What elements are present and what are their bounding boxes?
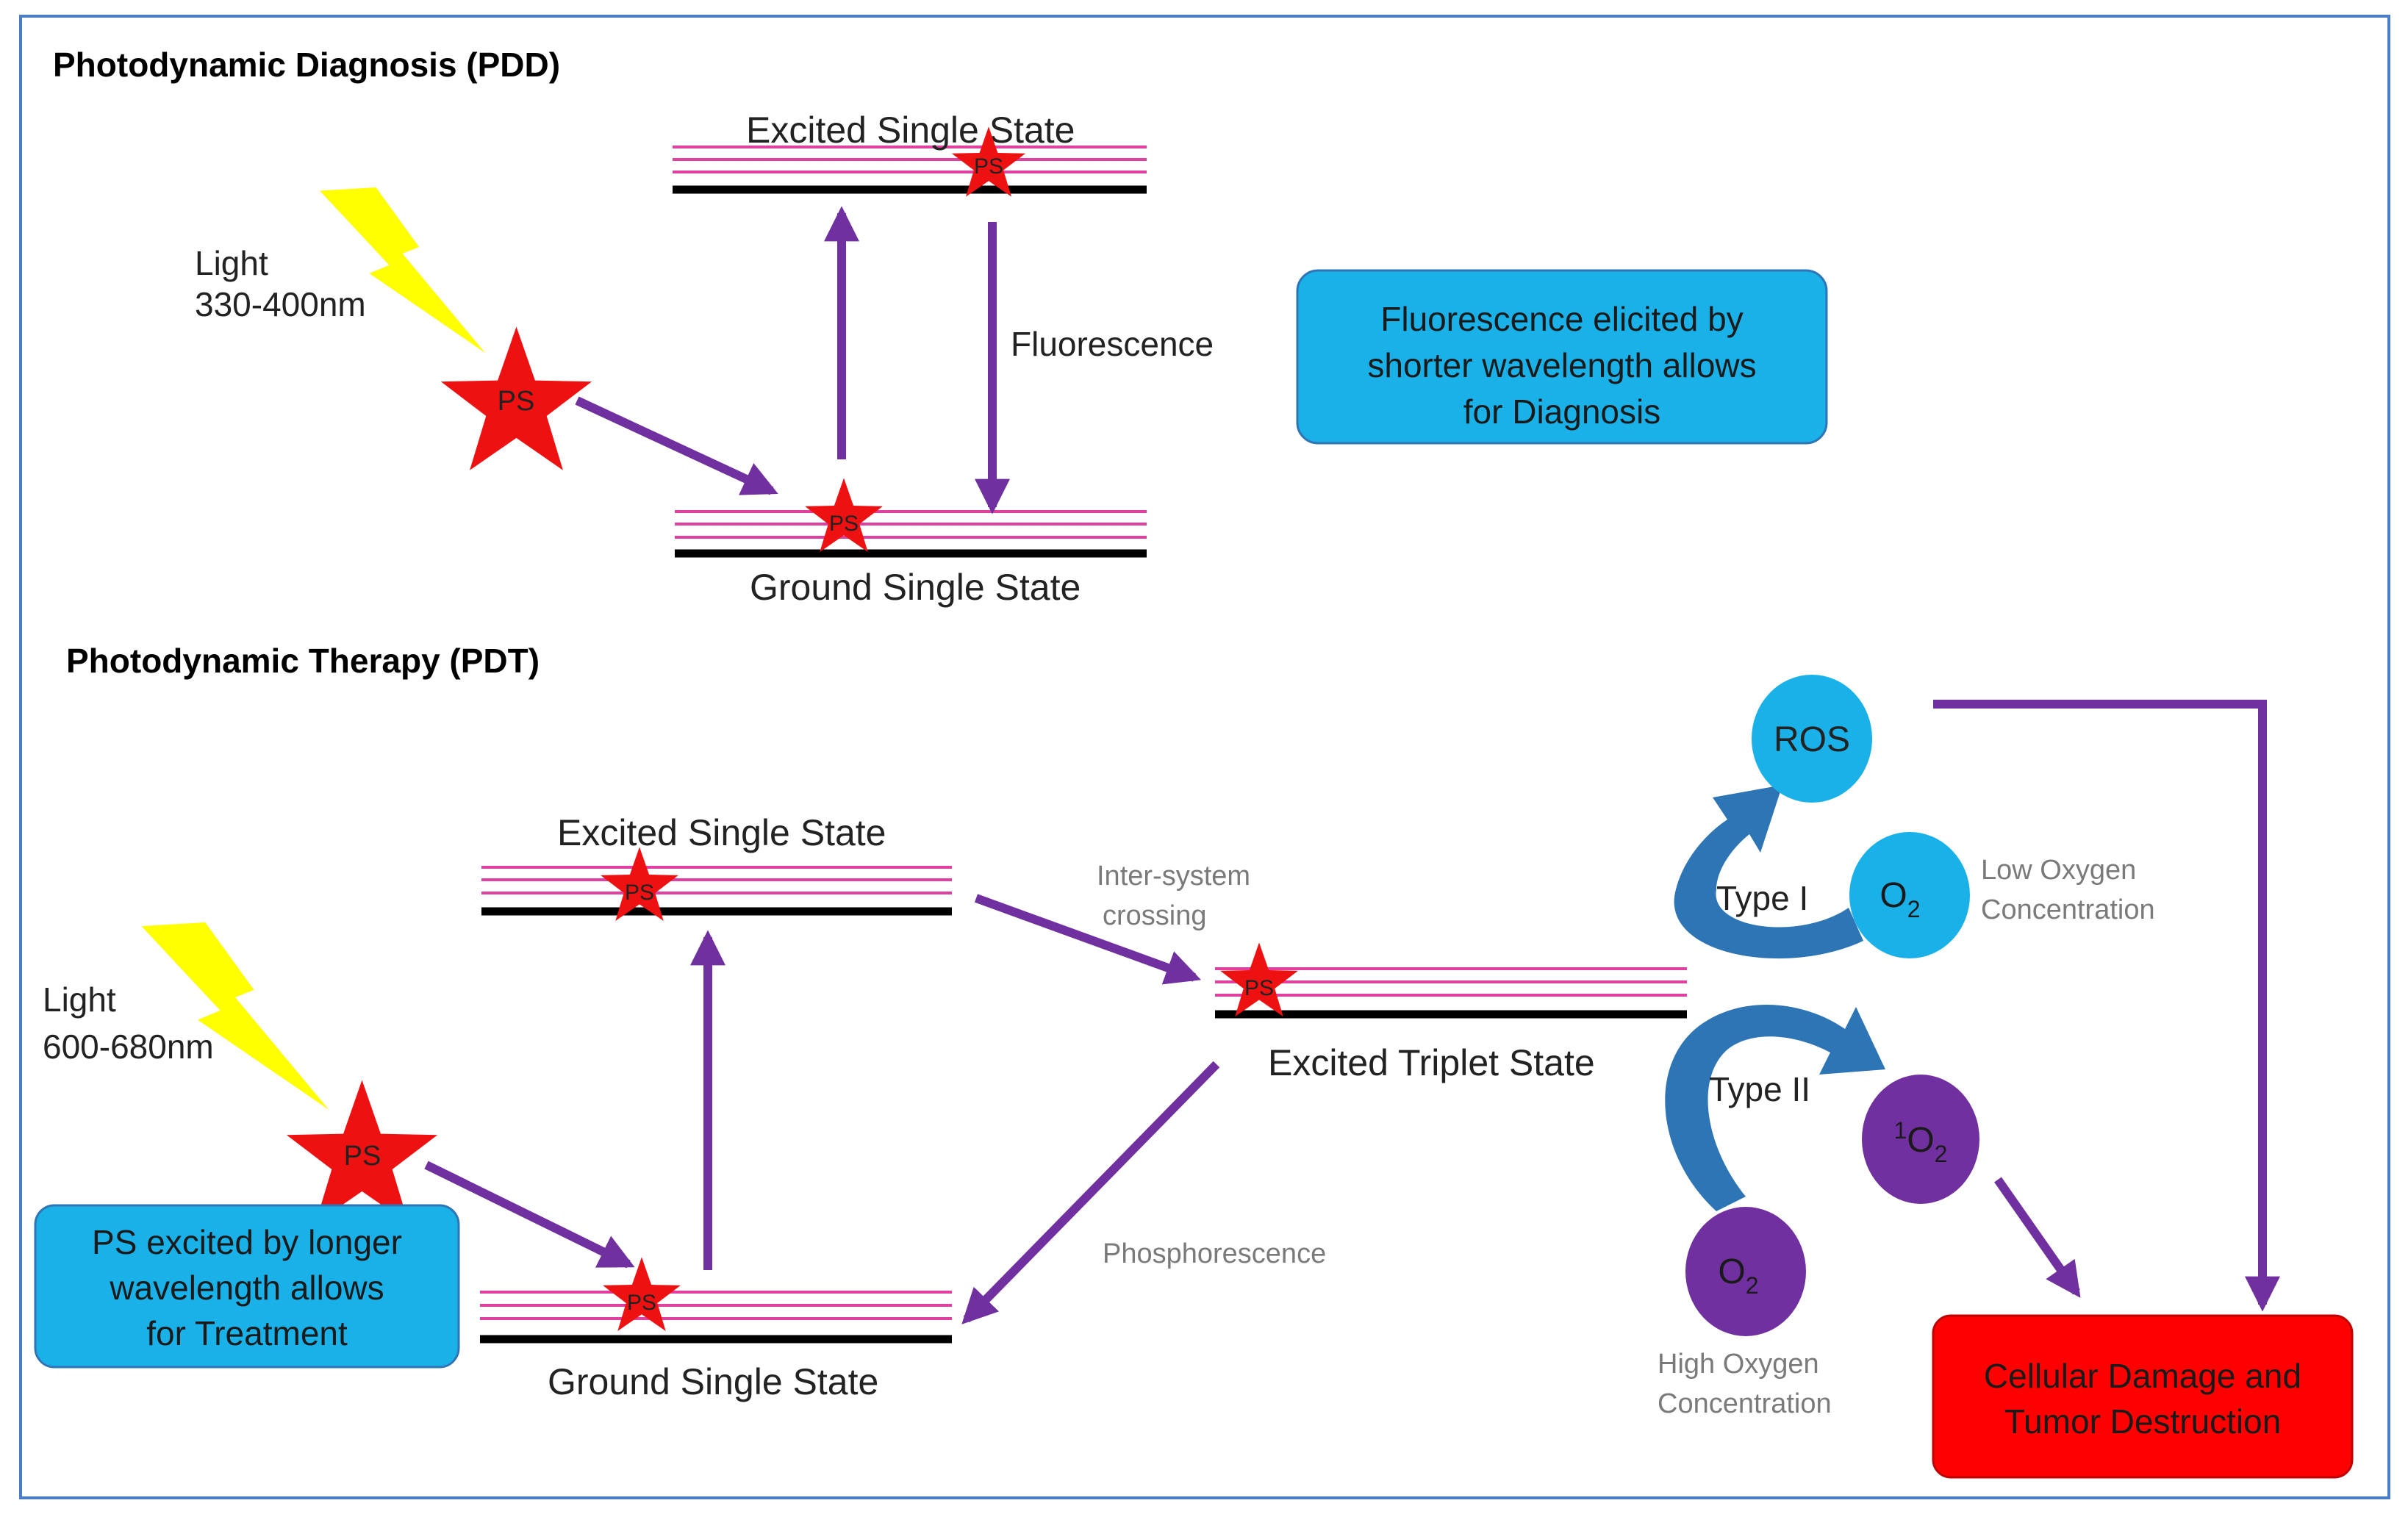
- low-o2-letter: O: [1880, 876, 1907, 915]
- pdd-info-line-1: Fluorescence elicited by: [1380, 300, 1743, 338]
- pdd-fluorescence-label: Fluorescence: [1011, 325, 1214, 363]
- pdd-info-box: Fluorescence elicited by shorter wavelen…: [1296, 269, 1828, 445]
- pdd-light-range: 330-400nm: [195, 285, 366, 323]
- pdt-ground-level: [480, 1291, 952, 1344]
- singlet-o2-subscript: 2: [1935, 1141, 1948, 1167]
- low-o2-subscript: 2: [1907, 896, 1921, 922]
- low-oxygen-o2-circle: O2: [1849, 832, 1970, 958]
- pdt-info-line-3: for Treatment: [146, 1314, 348, 1352]
- pdd-section: Photodynamic Diagnosis (PDD) Excited Sin…: [53, 46, 1828, 608]
- pdt-light-range: 600-680nm: [43, 1028, 214, 1066]
- low-oxygen-label-2: Concentration: [1981, 894, 2155, 925]
- pdd-ground-ps-label: PS: [829, 512, 859, 536]
- singlet-o2-letter: O: [1907, 1121, 1934, 1160]
- pdd-info-line-3: for Diagnosis: [1463, 392, 1660, 431]
- pdt-triplet-state-label: Excited Triplet State: [1268, 1042, 1595, 1083]
- high-o2-subscript: 2: [1746, 1272, 1759, 1299]
- ros-label: ROS: [1774, 720, 1850, 759]
- pdt-phosphorescence-arrow: [961, 1061, 1220, 1324]
- pdt-isc-label-2: crossing: [1103, 900, 1207, 931]
- pdt-info-line-1: PS excited by longer: [92, 1223, 402, 1261]
- ros-circle: ROS: [1752, 675, 1872, 803]
- pdd-free-ps-star: PS: [440, 326, 592, 470]
- pdt-free-ps-star: PS: [286, 1080, 438, 1224]
- pdd-ground-level: [675, 510, 1147, 558]
- singlet-oxygen-circle: 1O2: [1862, 1075, 1979, 1204]
- pdt-ground-ps-star: PS: [603, 1257, 681, 1332]
- outcome-box: Cellular Damage and Tumor Destruction: [1932, 1314, 2354, 1479]
- singlet-o2-superscript: 1: [1894, 1117, 1907, 1144]
- low-o2-label: O2: [1880, 876, 1920, 922]
- pdd-light-label: Light: [195, 244, 268, 282]
- type-1-label: Type I: [1716, 879, 1808, 917]
- pdt-excited-state-label: Excited Single State: [557, 812, 886, 853]
- pdd-excited-state-label: Excited Single State: [746, 110, 1075, 151]
- pdt-info-line-2: wavelength allows: [109, 1269, 384, 1307]
- frame-border: [19, 15, 2390, 1499]
- pdd-excited-ps-star: PS: [951, 126, 1026, 197]
- pdt-triplet-ps-label: PS: [1244, 976, 1274, 1000]
- pdt-phosphorescence-label: Phosphorescence: [1103, 1238, 1326, 1269]
- pdd-lightning-bolt-icon: [320, 187, 485, 353]
- pdt-free-ps-label: PS: [344, 1141, 381, 1172]
- pdt-triplet-ps-star: PS: [1220, 942, 1298, 1017]
- pdt-isc-label-1: Inter-system: [1097, 861, 1250, 892]
- pdt-ground-ps-label: PS: [627, 1291, 656, 1315]
- pdt-title: Photodynamic Therapy (PDT): [66, 642, 540, 680]
- type-1-curved-arrow: [1674, 785, 1863, 959]
- pdd-info-line-2: shorter wavelength allows: [1367, 346, 1756, 384]
- singlet-o2-to-outcome-arrow: [1994, 1177, 2081, 1298]
- pdt-excited-ps-star: PS: [601, 847, 678, 922]
- pdt-light-label: Light: [43, 980, 116, 1019]
- high-oxygen-label-2: Concentration: [1658, 1388, 1832, 1419]
- high-oxygen-o2-circle: O2: [1685, 1207, 1806, 1336]
- singlet-o2-label: 1O2: [1894, 1117, 1948, 1167]
- pdd-ground-ps-star: PS: [805, 478, 883, 553]
- outcome-line-1: Cellular Damage and: [1984, 1357, 2301, 1395]
- type-2-curved-arrow: [1665, 1004, 1885, 1211]
- pdt-excited-ps-label: PS: [625, 881, 654, 905]
- high-o2-label: O2: [1718, 1252, 1758, 1299]
- pdd-title: Photodynamic Diagnosis (PDD): [53, 46, 560, 84]
- type-2-label: Type II: [1709, 1070, 1810, 1108]
- high-o2-letter: O: [1718, 1252, 1745, 1291]
- pdt-ps-to-ground-arrow: [424, 1161, 635, 1269]
- pdt-isc-arrow: [974, 894, 1202, 985]
- pdd-ps-to-ground-arrow: [575, 396, 778, 495]
- low-oxygen-label-1: Low Oxygen: [1981, 855, 2136, 886]
- pdd-excited-level: [673, 146, 1147, 194]
- high-oxygen-label-1: High Oxygen: [1658, 1349, 1819, 1380]
- pdd-excited-ps-label: PS: [974, 154, 1003, 179]
- pdt-info-box: PS excited by longer wavelength allows f…: [34, 1204, 460, 1369]
- ros-to-outcome-arrow: [1933, 700, 2280, 1312]
- pdt-excited-level: [481, 866, 952, 916]
- outcome-line-2: Tumor Destruction: [2004, 1402, 2282, 1441]
- pdt-triplet-level: [1215, 967, 1687, 1019]
- pdt-ground-state-label: Ground Single State: [548, 1361, 878, 1402]
- pdt-lightning-bolt-icon: [141, 922, 329, 1110]
- pdd-ground-state-label: Ground Single State: [750, 567, 1081, 608]
- pdt-section: Photodynamic Therapy (PDT) Excited Singl…: [34, 642, 2354, 1479]
- pdd-free-ps-label: PS: [498, 386, 535, 417]
